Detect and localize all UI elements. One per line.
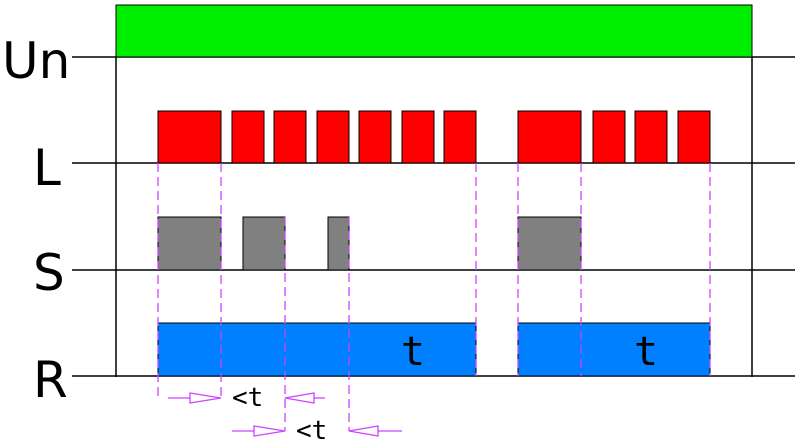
l-pulse	[517, 110, 582, 164]
row-label-un: Un	[2, 32, 70, 90]
l-pulse	[316, 110, 350, 164]
l-pulse	[443, 110, 477, 164]
r-output-bar	[517, 322, 711, 377]
arrow-head-left	[348, 425, 379, 437]
arrow-head-left	[284, 392, 315, 404]
l-pulse	[401, 110, 435, 164]
row-label-s: S	[33, 244, 65, 302]
timing-label: <t	[232, 383, 263, 413]
s-pulse	[517, 216, 582, 271]
l-pulse	[677, 110, 711, 164]
un-supply-bar	[115, 4, 753, 58]
l-pulse	[273, 110, 307, 164]
guide-lines	[157, 163, 711, 431]
s-pulses	[157, 216, 582, 271]
relay-time-label: t	[634, 329, 658, 375]
s-pulse	[327, 216, 350, 271]
relay-time-label: t	[401, 329, 425, 375]
timing-label: <t	[296, 416, 327, 445]
arrow-head-right	[253, 425, 286, 437]
s-pulse	[242, 216, 286, 271]
r-output-bar	[157, 322, 477, 377]
l-pulse	[592, 110, 626, 164]
l-pulse	[634, 110, 668, 164]
timing-arrows	[168, 392, 402, 437]
row-label-l: L	[33, 139, 61, 197]
row-label-r: R	[33, 351, 68, 409]
l-pulse	[157, 110, 222, 164]
l-pulse	[231, 110, 265, 164]
l-pulse	[358, 110, 392, 164]
arrow-head-right	[189, 392, 222, 404]
s-pulse	[157, 216, 222, 271]
l-pulses	[157, 110, 711, 164]
